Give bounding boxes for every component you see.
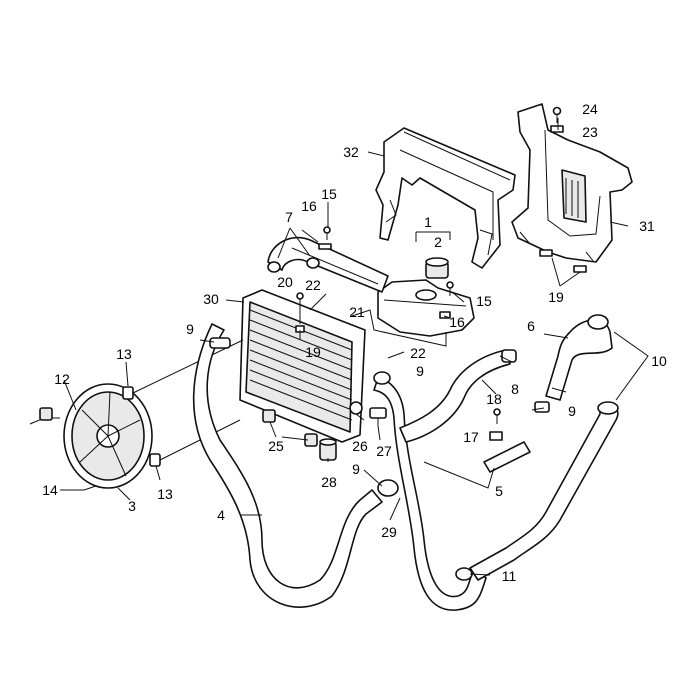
hose-part-29 (373, 377, 487, 611)
callout-14: 14 (42, 482, 58, 498)
screw-part-15-tank (446, 281, 454, 296)
callout-29: 29 (381, 524, 397, 540)
callout-17: 17 (463, 429, 479, 445)
callout-16-top: 16 (301, 198, 317, 214)
clamp-part-11-end (455, 567, 473, 581)
callout-19-radiator: 19 (305, 344, 321, 360)
callout-21: 21 (349, 304, 365, 320)
radiator-part-30 (239, 289, 366, 443)
clamp-part-9-lower (377, 479, 399, 497)
callout-9-right: 9 (568, 403, 576, 419)
clamp-part-9-right (534, 401, 550, 413)
sensor-part-27 (369, 407, 387, 426)
hose-part-4 (192, 323, 383, 608)
leader-lines (60, 118, 649, 576)
fan-part-3 (29, 383, 153, 489)
clip-part-16-tank (439, 311, 451, 319)
callout-11: 11 (502, 568, 517, 584)
callout-13-bottom: 13 (157, 486, 173, 502)
callout-10: 10 (651, 353, 667, 369)
fan-mount-line-top (132, 339, 244, 394)
pipe-part-5 (483, 441, 531, 473)
callout-20: 20 (277, 274, 293, 290)
clamp-part-10-top (587, 314, 609, 330)
callout-22-top: 22 (305, 277, 321, 293)
callout-31: 31 (639, 218, 655, 234)
grommet-part-25 (262, 409, 318, 447)
callout-15-tank: 15 (476, 293, 492, 309)
callout-22-right: 22 (410, 345, 426, 361)
connector-part-12 (39, 407, 53, 421)
callout-12: 12 (54, 371, 70, 387)
screw-part-24 (552, 106, 562, 123)
callout-labels: 1 2 3 4 5 6 7 8 9 9 9 9 10 11 12 13 13 1… (42, 101, 667, 584)
upper-shroud-part-32 (375, 127, 516, 269)
callout-5: 5 (495, 483, 503, 499)
callout-7: 7 (285, 209, 293, 225)
callout-24: 24 (582, 101, 598, 117)
callout-18: 18 (486, 391, 502, 407)
spacer-part-13-top (122, 386, 134, 400)
callout-13-top: 13 (116, 346, 132, 362)
tank-cap-part-2 (425, 257, 449, 279)
filler-hose-part-7 (267, 236, 389, 293)
callout-1: 1 (424, 214, 432, 230)
screw-part-18 (493, 408, 501, 424)
screw-part-14 (83, 485, 97, 491)
callout-28: 28 (321, 474, 337, 490)
spacer-part-13-bottom (149, 453, 161, 467)
hose-end-part-9-left (209, 337, 231, 349)
callout-23: 23 (582, 124, 598, 140)
hose-part-6 (545, 319, 613, 401)
screw-part-15-hose (323, 226, 331, 240)
screw-part-20 (296, 292, 304, 324)
callout-2: 2 (434, 234, 442, 250)
clip-part-16-hose (318, 243, 332, 250)
callout-8: 8 (511, 381, 519, 397)
callout-25: 25 (268, 438, 284, 454)
callout-15-top: 15 (321, 186, 337, 202)
callout-26: 26 (352, 438, 368, 454)
clamp-part-9-center (373, 371, 391, 385)
callout-6: 6 (527, 318, 535, 334)
sensor-part-26 (349, 401, 363, 415)
clamp-part-10-bottom (597, 401, 619, 415)
callout-9-left: 9 (186, 321, 194, 337)
callout-19-shroud: 19 (548, 289, 564, 305)
cap-part-28 (319, 438, 337, 461)
callout-9-lower: 9 (352, 461, 360, 477)
callout-30: 30 (203, 291, 219, 307)
side-shroud-part-31 (511, 103, 633, 263)
callout-3: 3 (128, 498, 136, 514)
callout-32: 32 (343, 144, 359, 160)
callout-9-center: 9 (416, 363, 424, 379)
callout-27: 27 (376, 443, 392, 459)
callout-4: 4 (217, 507, 225, 523)
callout-16-tank: 16 (449, 314, 465, 330)
clip-part-23 (550, 125, 564, 133)
clip-part-17 (489, 431, 503, 441)
